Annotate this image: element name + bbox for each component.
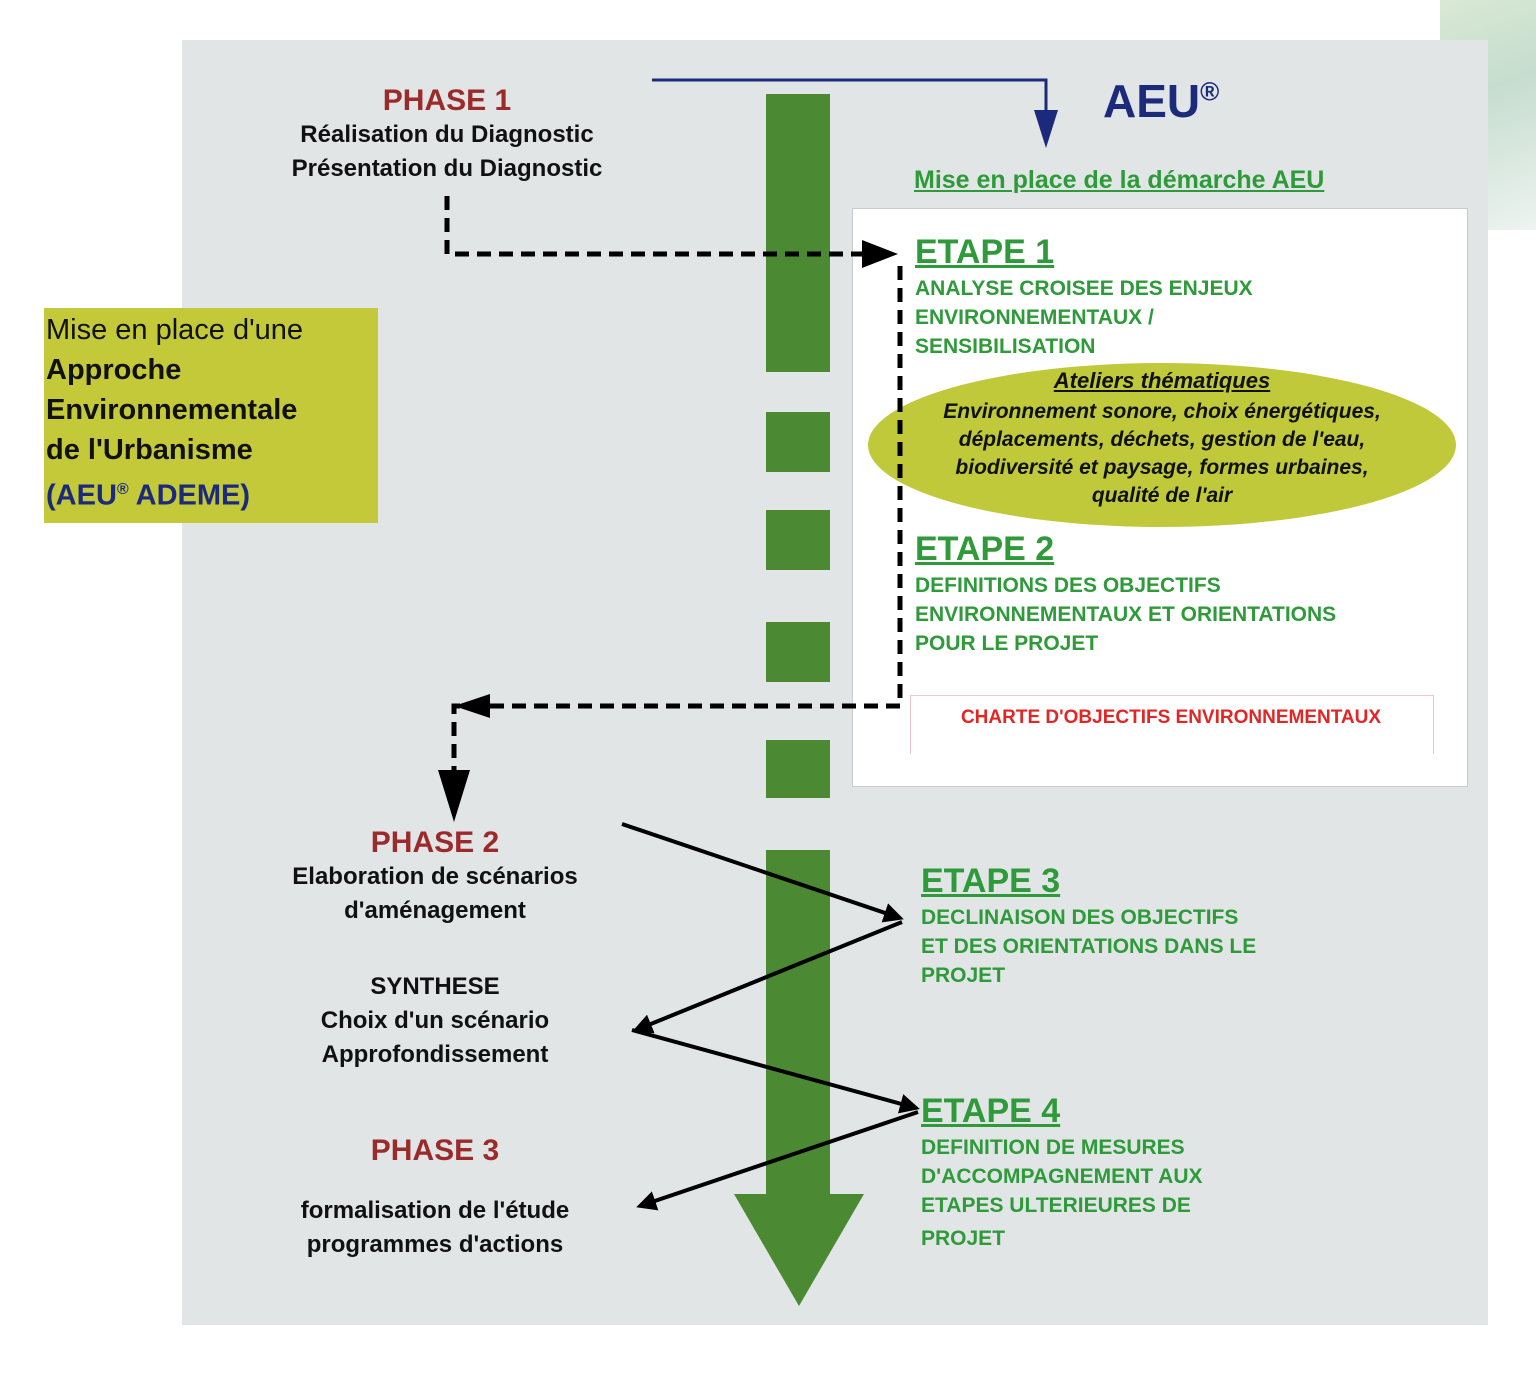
side-box-line3: Environnementale: [46, 394, 298, 426]
side-box-line5: (AEU® ADEME): [46, 470, 376, 516]
phase2-line1: Elaboration de scénarios: [292, 863, 578, 890]
ateliers-line: biodiversité et paysage, formes urbaines…: [955, 456, 1369, 479]
phase2-dashed-arrowhead: [438, 770, 470, 822]
timeline-bar-bottom: [766, 850, 830, 1196]
aeu-logo-text: AEU: [1103, 75, 1201, 127]
etape4-block: ETAPE 4 DEFINITION DE MESURES D'ACCOMPAG…: [921, 1092, 1441, 1253]
ateliers-line: Environnement sonore, choix énergétiques…: [943, 400, 1381, 423]
etape3-desc: DECLINAISON DES OBJECTIFS ET DES ORIENTA…: [921, 903, 1441, 990]
etape1-dashed-arrowhead: [862, 240, 898, 268]
etape3-block: ETAPE 3 DECLINAISON DES OBJECTIFS ET DES…: [921, 862, 1441, 990]
etape1-line: SENSIBILISATION: [915, 335, 1096, 358]
etape1-desc: ANALYSE CROISEE DES ENJEUX ENVIRONNEMENT…: [915, 274, 1455, 361]
phase1-line2: Présentation du Diagnostic: [291, 155, 603, 182]
timeline-bar-segment: [766, 510, 830, 570]
phase1-line1: Réalisation du Diagnostic: [300, 121, 594, 148]
phase2-to-etape3-arrow: [621, 822, 904, 923]
etape4-line: DEFINITION DE MESURES: [921, 1136, 1185, 1159]
side-box-ademe-prefix: (AEU: [46, 479, 117, 512]
side-box-line1: Mise en place d'une: [46, 314, 304, 346]
etape1-block: ETAPE 1 ANALYSE CROISEE DES ENJEUX ENVIR…: [915, 233, 1455, 361]
phase3-line2: programmes d'actions: [306, 1231, 564, 1258]
etape-to-phase2-dashed: [451, 266, 903, 770]
synthese-line2: Choix d'un scénario: [320, 1007, 550, 1034]
phase3-line1: formalisation de l'étude: [300, 1197, 570, 1224]
timeline-bar-segment: [766, 740, 830, 798]
aeu-blue-arrowhead: [1034, 110, 1058, 148]
phase2-line2: d'aménagement: [344, 897, 526, 924]
etape2-block: ETAPE 2 DEFINITIONS DES OBJECTIFS ENVIRO…: [915, 530, 1455, 658]
etape1-line: ENVIRONNEMENTAUX /: [915, 306, 1154, 329]
aeu-blue-connector: [652, 78, 1048, 128]
etape4-line: PROJET: [921, 1227, 1006, 1250]
phase3-block: PHASE 3 formalisation de l'étude program…: [210, 1134, 660, 1262]
etape4-line: ETAPES ULTERIEURES DE: [921, 1194, 1191, 1217]
etape3-to-synthese-arrow: [632, 920, 903, 1034]
synthese-to-etape4-arrow: [631, 1028, 920, 1114]
timeline-bar-segment: [766, 622, 830, 682]
synthese-title: SYNTHESE: [370, 973, 500, 1000]
mise-en-place-heading: Mise en place de la démarche AEU: [914, 166, 1325, 194]
etape3-line: PROJET: [921, 964, 1006, 987]
aeu-side-box: [44, 308, 378, 523]
etape2-line: ENVIRONNEMENTAUX ET ORIENTATIONS: [915, 603, 1337, 626]
aeu-side-box-text: Mise en place d'une Approche Environneme…: [46, 310, 376, 516]
etape3-line: DECLINAISON DES OBJECTIFS: [921, 906, 1239, 929]
ateliers-ellipse: [868, 363, 1456, 527]
etape3-title: ETAPE 3: [921, 862, 1061, 900]
phase1-title: PHASE 1: [382, 84, 512, 117]
ateliers-title: Ateliers thématiques: [1053, 368, 1271, 393]
synthese-block: SYNTHESE Choix d'un scénario Approfondis…: [210, 970, 660, 1072]
etape3-line: ET DES ORIENTATIONS DANS LE: [921, 935, 1257, 958]
etape2-title: ETAPE 2: [915, 530, 1055, 568]
aeu-registered-mark: ®: [1200, 76, 1220, 107]
synthese-line3: Approfondissement: [321, 1041, 549, 1068]
side-box-ademe-suffix: ADEME): [128, 479, 251, 512]
etape4-title: ETAPE 4: [921, 1092, 1061, 1130]
phase3-title: PHASE 3: [370, 1134, 500, 1167]
charte-label: CHARTE D'OBJECTIFS ENVIRONNEMENTAUX: [960, 707, 1382, 728]
ateliers-line: déplacements, déchets, gestion de l'eau,: [958, 428, 1366, 451]
timeline-arrowhead: [734, 1194, 864, 1306]
side-box-line2: Approche: [46, 354, 182, 386]
return-dashed-arrowhead: [454, 694, 490, 718]
etape4-line: D'ACCOMPAGNEMENT AUX: [921, 1165, 1203, 1188]
side-box-line4: de l'Urbanisme: [46, 434, 253, 466]
ateliers-text: Environnement sonore, choix énergétiques…: [880, 398, 1444, 510]
etape2-line: DEFINITIONS DES OBJECTIFS: [915, 574, 1221, 597]
phase2-title: PHASE 2: [370, 826, 500, 859]
aeu-logo: AEU®: [1103, 74, 1219, 128]
timeline-bar-top: [766, 94, 830, 372]
etape2-line: POUR LE PROJET: [915, 632, 1099, 655]
etape1-title: ETAPE 1: [915, 233, 1055, 271]
side-box-ademe-reg: ®: [116, 481, 129, 498]
etape4-to-phase3-arrow: [636, 1110, 919, 1211]
etape2-desc: DEFINITIONS DES OBJECTIFS ENVIRONNEMENTA…: [915, 571, 1455, 658]
etape1-line: ANALYSE CROISEE DES ENJEUX: [915, 277, 1253, 300]
ateliers-line: qualité de l'air: [1091, 484, 1233, 507]
timeline-bar-segment: [766, 412, 830, 472]
charte-box: [910, 695, 1434, 754]
phase2-block: PHASE 2 Elaboration de scénarios d'aména…: [210, 826, 660, 928]
phase1-block: PHASE 1 Réalisation du Diagnostic Présen…: [222, 84, 672, 186]
phase1-to-etape1-dashed: [444, 196, 880, 257]
etape4-desc: DEFINITION DE MESURES D'ACCOMPAGNEMENT A…: [921, 1133, 1441, 1253]
